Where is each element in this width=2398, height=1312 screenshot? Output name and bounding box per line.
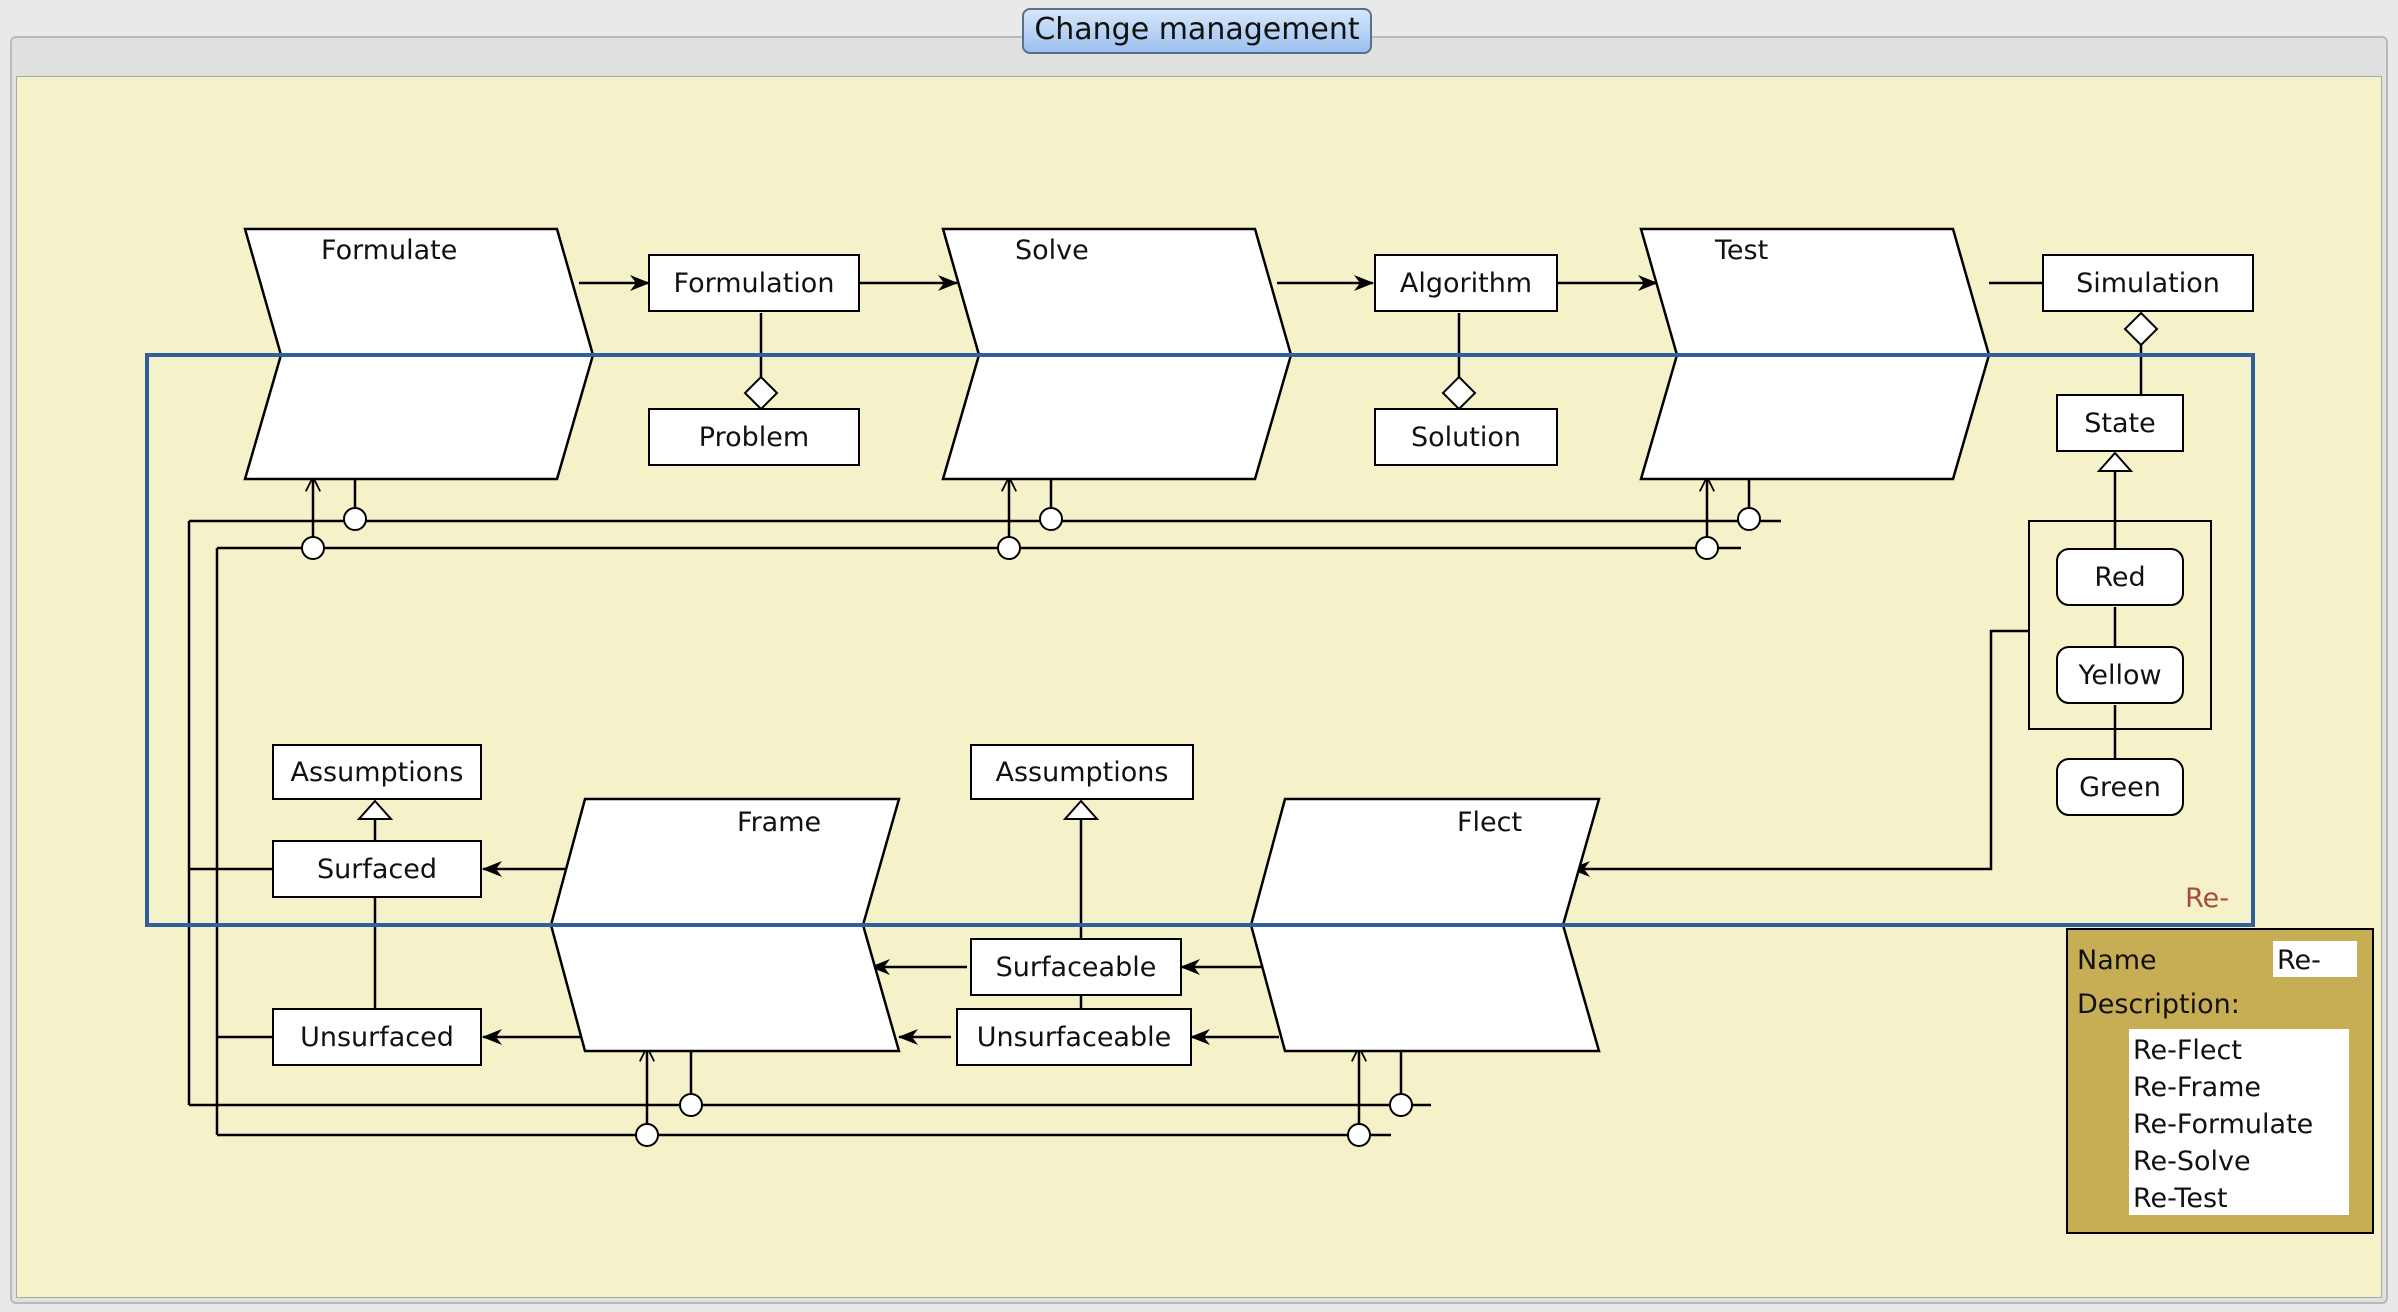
label-problem: Problem [699,422,809,453]
label-red: Red [2094,562,2145,593]
selection-label: Re- [2185,883,2229,914]
label-assumptions-mid: Assumptions [996,757,1169,788]
object-assumptions-mid[interactable] [970,744,1194,800]
object-simulation[interactable] [2042,254,2254,312]
description-field[interactable] [2129,1029,2349,1215]
label-green: Green [2079,772,2161,803]
object-assumptions-left[interactable] [272,744,482,800]
object-solution[interactable] [1374,408,1558,466]
label-unsurfaced: Unsurfaced [300,1022,454,1053]
label-assumptions-left: Assumptions [291,757,464,788]
label-state: State [2084,408,2155,439]
label-formulate: Formulate [321,235,457,266]
object-algorithm[interactable] [1374,254,1558,312]
generalization-triangles [356,451,2134,820]
description-line: Re-Formulate [2133,1109,2313,1140]
label-algorithm: Algorithm [1400,268,1532,299]
diagram-svg: Formulate Solve Test Frame Flect Formula… [145,227,2374,1234]
object-surfaceable[interactable] [970,938,1182,996]
object-formulation[interactable] [648,254,860,312]
title-button[interactable]: Change management [1022,8,1372,54]
description-line: Re-Frame [2133,1072,2261,1103]
object-state[interactable] [2056,394,2184,452]
name-field[interactable] [2273,941,2357,977]
name-label: Name [2077,945,2157,976]
diagram-canvas[interactable]: Formulate Solve Test Frame Flect Formula… [16,76,2382,1298]
label-surfaceable: Surfaceable [996,952,1157,983]
state-green[interactable] [2056,758,2184,816]
description-label: Description: [2077,989,2240,1020]
object-unsurfaced[interactable] [272,1008,482,1066]
description-line: Re-Flect [2133,1035,2242,1066]
properties-panel: Name Re- Description: Re-Flect Re-Frame … [2066,928,2374,1234]
label-unsurfaceable: Unsurfaceable [977,1022,1171,1053]
object-surfaced[interactable] [272,840,482,898]
aggregation-diamonds [743,311,2159,411]
label-frame: Frame [737,807,821,838]
label-surfaced: Surfaced [317,854,437,885]
name-value: Re- [2277,945,2321,976]
object-problem[interactable] [648,408,860,466]
label-solution: Solution [1411,422,1521,453]
selection-rectangle[interactable] [145,353,2255,927]
state-yellow[interactable] [2056,646,2184,704]
label-simulation: Simulation [2076,268,2220,299]
label-solve: Solve [1015,235,1089,266]
label-test: Test [1714,235,1768,266]
state-red[interactable] [2056,548,2184,606]
label-formulation: Formulation [674,268,835,299]
label-flect: Flect [1457,807,1522,838]
description-line: Re-Solve [2133,1146,2251,1177]
label-yellow: Yellow [2077,660,2161,691]
bus-junctions [301,507,1761,1147]
state-group [2028,520,2212,730]
description-line: Re-Test [2133,1183,2228,1214]
object-unsurfaceable[interactable] [956,1008,1192,1066]
